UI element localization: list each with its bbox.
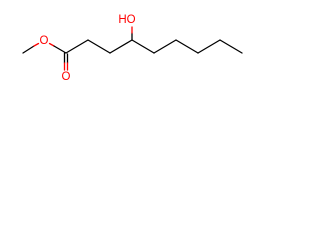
chain-bond-c10 [219, 39, 243, 54]
chain-bond-c3 [87, 39, 111, 54]
methyl-bond [22, 45, 35, 54]
hydroxyl-label: HO [118, 14, 135, 26]
ester-o-bond [53, 45, 67, 54]
chain-bond-c9 [197, 39, 221, 54]
chain-bond-c2 [65, 39, 89, 54]
structure-diagram: O O HO [22, 14, 243, 83]
chain-bond-c6 [131, 39, 155, 54]
chain-bond-c4 [109, 39, 133, 54]
carbonyl-oxygen-label: O [62, 71, 71, 83]
chain-bond-c8 [175, 39, 199, 54]
chain-bond-c7 [153, 39, 177, 54]
ester-o-bond-o-half [48, 42, 55, 47]
methyl-bond-o-half [33, 42, 40, 47]
ester-oxygen-label: O [40, 35, 49, 47]
